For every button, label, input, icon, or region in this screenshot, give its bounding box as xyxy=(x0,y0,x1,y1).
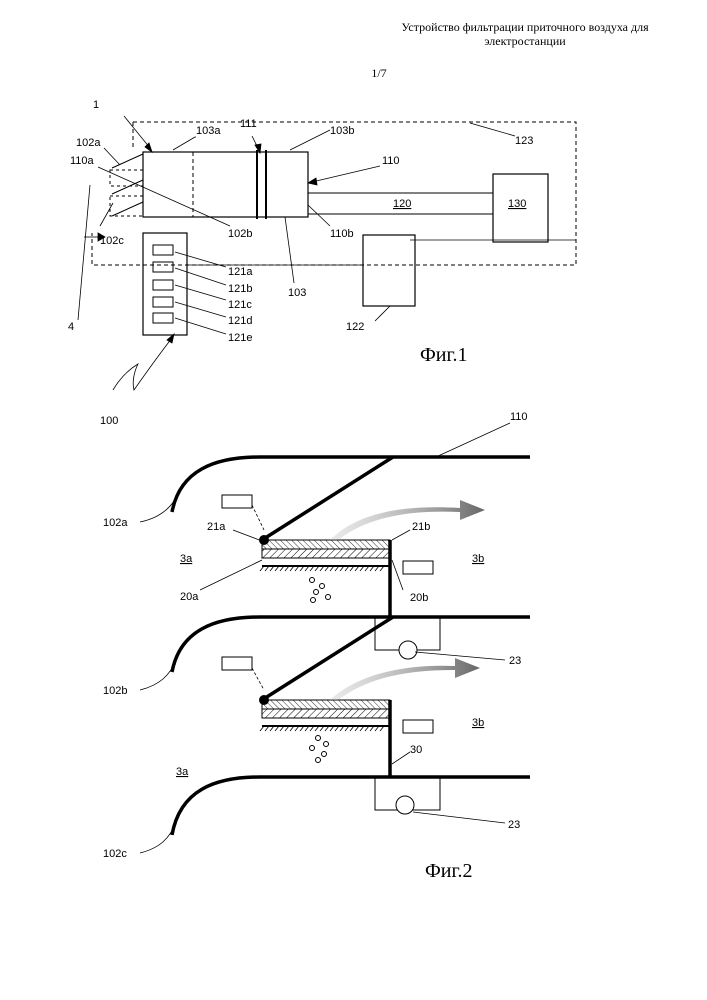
label-121b: 121b xyxy=(228,283,252,295)
label-102c: 102c xyxy=(100,235,124,247)
label-110b: 110b xyxy=(330,228,354,240)
sensor-121c xyxy=(153,280,173,290)
sensor-121e xyxy=(153,313,173,323)
label-103: 103 xyxy=(288,287,306,299)
controller-122 xyxy=(363,235,415,306)
label-23-bottom: 23 xyxy=(508,819,520,831)
sensor-box-mid-left xyxy=(222,657,252,670)
label-121a: 121a xyxy=(228,266,253,278)
label-111: 111 xyxy=(240,118,257,130)
label-21a: 21a xyxy=(207,521,226,533)
sensor-box-top-right xyxy=(403,561,433,574)
fan-23-top xyxy=(399,641,417,659)
label-23-top: 23 xyxy=(509,655,521,667)
label-103a: 103a xyxy=(196,125,221,137)
label-1: 1 xyxy=(93,99,99,111)
duct-110 xyxy=(143,152,308,217)
sensor-dashed-links xyxy=(252,505,264,690)
filter-plate-mid-lower xyxy=(262,709,390,718)
label-121e: 121e xyxy=(228,332,252,344)
label-21b: 21b xyxy=(412,521,430,533)
inlet-louver-3 xyxy=(112,202,143,216)
label-102a: 102a xyxy=(76,137,101,149)
flow-arrow-top xyxy=(330,500,485,540)
duct-walls xyxy=(172,457,530,835)
water-drops xyxy=(310,578,331,763)
label-110-fig2: 110 xyxy=(510,411,528,423)
label-102a-fig2: 102a xyxy=(103,517,128,529)
figure-2: 110 102a 21a 21b 3a 3b 20a 20b 23 102b 3… xyxy=(103,411,530,882)
inlet-louver-2 xyxy=(112,180,143,194)
label-3b-top: 3b xyxy=(472,553,484,565)
sensor-121a xyxy=(153,245,173,255)
fan-23-bottom xyxy=(396,796,414,814)
label-3a-top: 3a xyxy=(180,553,193,565)
label-110a: 110a xyxy=(70,155,95,167)
label-3a-mid: 3a xyxy=(176,766,189,778)
figure-2-caption: Фиг.2 xyxy=(425,860,472,882)
figure-1-caption: Фиг.1 xyxy=(420,344,467,366)
label-102c-fig2: 102c xyxy=(103,848,127,860)
label-20a: 20a xyxy=(180,591,199,603)
label-121d: 121d xyxy=(228,315,252,327)
inlet-stage-a xyxy=(110,170,143,186)
label-30: 30 xyxy=(410,744,422,756)
sensor-121d xyxy=(153,297,173,307)
label-3b-mid: 3b xyxy=(472,717,484,729)
label-103b: 103b xyxy=(330,125,354,137)
label-102b-fig2: 102b xyxy=(103,685,127,697)
label-121c: 121c xyxy=(228,299,252,311)
label-123: 123 xyxy=(515,135,533,147)
filter-plate-mid-upper xyxy=(262,700,390,709)
inlet-stage-b xyxy=(110,196,143,216)
label-120: 120 xyxy=(393,198,411,210)
label-4: 4 xyxy=(68,321,74,333)
label-20b: 20b xyxy=(410,592,428,604)
flow-arrow-mid xyxy=(330,658,480,700)
sensor-box-top-left xyxy=(222,495,252,508)
sensor-box-mid-right xyxy=(403,720,433,733)
label-122: 122 xyxy=(346,321,364,333)
figure-1: 1 102a 110a 102c 4 103a 111 103b 123 110… xyxy=(68,99,576,427)
label-110: 110 xyxy=(382,155,400,167)
filter-plate-top-upper xyxy=(262,540,390,549)
label-130: 130 xyxy=(508,198,526,210)
label-100: 100 xyxy=(100,415,118,427)
sensor-121b xyxy=(153,262,173,272)
filter-plate-top-lower xyxy=(262,549,390,558)
fig2-leaders xyxy=(140,423,510,853)
label-102b: 102b xyxy=(228,228,252,240)
